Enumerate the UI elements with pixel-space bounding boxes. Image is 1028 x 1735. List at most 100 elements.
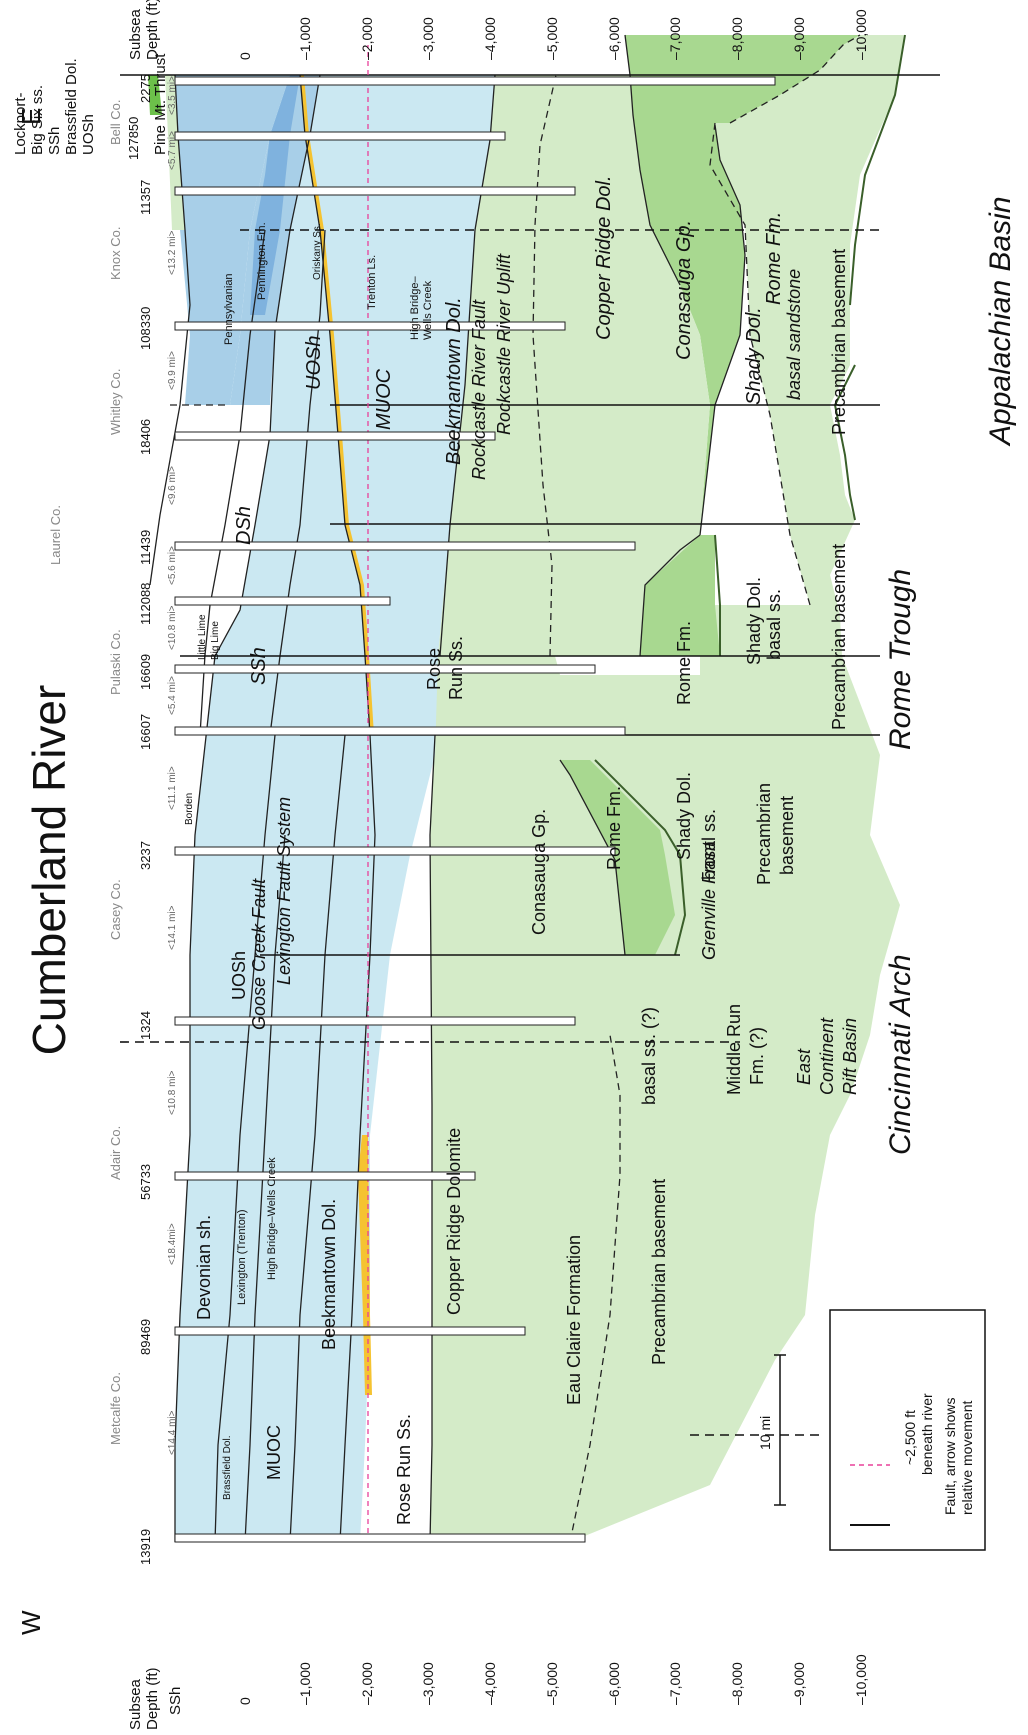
spacing-label: <5.4 mi> bbox=[167, 676, 178, 715]
unit-devonian: Devonian sh. bbox=[194, 1215, 214, 1320]
unit-copper-ridge: Copper Ridge Dolomite bbox=[444, 1128, 464, 1315]
well-label: 13919 bbox=[138, 1529, 153, 1565]
depth-header-line2: Depth (ft) bbox=[144, 1667, 161, 1730]
unit-ecrb1: East bbox=[794, 1048, 814, 1085]
unit-shady-e: Shady Dol. bbox=[743, 307, 765, 405]
top-label: Big Six ss. bbox=[29, 85, 46, 155]
depth-tick: –2,000 bbox=[359, 1662, 375, 1705]
unit-eau-claire: Eau Claire Formation bbox=[564, 1235, 584, 1405]
well-label: 11357 bbox=[138, 180, 153, 215]
unit-trenton: Trenton Ls. bbox=[366, 255, 378, 310]
unit-pine-mt: Pine Mt. Thrust bbox=[152, 53, 169, 155]
unit-rome-mid: Rome Fm. bbox=[674, 621, 694, 705]
depth-tick: –10,000 bbox=[853, 1654, 869, 1705]
depth-tick: –7,000 bbox=[667, 17, 683, 60]
unit-oriskany: Oriskany Ss. bbox=[312, 223, 323, 280]
depth-tick: –1,000 bbox=[297, 1662, 313, 1705]
unit-ecrb2: Continent bbox=[817, 1017, 837, 1095]
unit-pennsylvanian: Pennsylvanian bbox=[223, 273, 235, 345]
county-label: Laurel Co. bbox=[48, 505, 63, 565]
scale-label: 10 mi bbox=[757, 1416, 773, 1450]
well-label: 108330 bbox=[138, 307, 153, 350]
depth-tick: –10,000 bbox=[853, 9, 869, 60]
rome-fill-west bbox=[560, 760, 675, 955]
well-label: 2275 bbox=[138, 74, 153, 103]
well-label: 112088 bbox=[138, 583, 153, 625]
well-label: 127850 bbox=[126, 117, 141, 160]
fault-labels: Goose Creek Fault Lexington Fault System… bbox=[249, 253, 719, 1030]
well-label: 16607 bbox=[138, 714, 153, 750]
unit-precambrian-rt: Precambrian basement bbox=[829, 544, 849, 730]
unit-basal-e: basal sandstone bbox=[784, 269, 804, 400]
depth-tick: –4,000 bbox=[482, 1662, 498, 1705]
unit-lexington-w: Lexington (Trenton) bbox=[236, 1209, 248, 1305]
unit-beekmantown-w: Beekmantown Dol. bbox=[319, 1199, 339, 1350]
unit-highbridge-e1: High Bridge– bbox=[409, 276, 421, 340]
unit-conasauga-w: Conasauga Gp. bbox=[529, 809, 549, 935]
depth-tick: –8,000 bbox=[729, 1662, 745, 1705]
unit-big-lime: Big Lime bbox=[210, 621, 221, 660]
unit-precambrian-w: Precambrian basement bbox=[649, 1179, 669, 1365]
unit-rose-run-e1: Rose bbox=[424, 648, 444, 690]
county-label: Knox Co. bbox=[108, 227, 123, 280]
fault-lexington: Lexington Fault System bbox=[274, 797, 294, 985]
region-labels: Cincinnati Arch Rome Trough Appalachian … bbox=[884, 196, 1017, 1155]
top-label: Brassfield Dol. bbox=[63, 58, 80, 155]
depth-tick: –5,000 bbox=[544, 17, 560, 60]
depth-ticks-right: 0 –1,000 –2,000 –3,000 –4,000 –5,000 –6,… bbox=[237, 9, 869, 60]
depth-tick: –3,000 bbox=[420, 1662, 436, 1705]
county-label: Whitley Co. bbox=[108, 369, 123, 435]
depth-tick: –9,000 bbox=[791, 1662, 807, 1705]
spacing-label: <18.4mi> bbox=[167, 1223, 178, 1265]
unit-middle-run: Middle Run bbox=[724, 1004, 744, 1095]
title: Cumberland River bbox=[23, 685, 75, 1056]
fault-goose-creek: Goose Creek Fault bbox=[249, 878, 269, 1030]
unit-ecrb3: Rift Basin bbox=[840, 1018, 860, 1095]
depth-tick: –6,000 bbox=[606, 1662, 622, 1705]
legend: ~2,500 ft beneath river Fault, arrow sho… bbox=[829, 1309, 986, 1551]
depth-header-right-line1: Subsea bbox=[127, 8, 144, 60]
unit-muoc-w: MUOC bbox=[264, 1425, 284, 1480]
unit-dsh: DSh bbox=[233, 506, 255, 545]
spacing-label: <13.2 mi> bbox=[167, 230, 178, 275]
top-label: Lockport- bbox=[12, 92, 29, 155]
well-label: 89469 bbox=[138, 1319, 153, 1355]
eau-claire-fill bbox=[430, 35, 905, 1542]
unit-rose-run-e2: Run Ss. bbox=[446, 636, 466, 700]
unit-basal-mid: basal ss. bbox=[764, 589, 784, 660]
conasauga-east-fill bbox=[438, 75, 710, 656]
unit-beekmantown-e: Beekmantown Dol. bbox=[443, 297, 465, 465]
unit-borden: Borden bbox=[184, 793, 195, 825]
legend-fault-line1: Fault, arrow shows bbox=[942, 1398, 958, 1515]
spacing-label: <5.6 mi> bbox=[167, 546, 178, 585]
well-logs bbox=[174, 76, 776, 1543]
legend-river-line1: ~2,500 ft bbox=[902, 1410, 918, 1465]
ssh-dark-green bbox=[148, 75, 162, 115]
boundary-lines bbox=[149, 34, 746, 1543]
county-label: Bell Co. bbox=[108, 99, 123, 145]
depth-tick: –9,000 bbox=[791, 17, 807, 60]
rome-fill-mid bbox=[640, 535, 720, 656]
fault-rockcastle: Rockcastle River Fault bbox=[469, 299, 489, 480]
depth-tick: –5,000 bbox=[544, 1662, 560, 1705]
spacing-label: <14.4 mi> bbox=[167, 1410, 178, 1455]
depth-tick: –8,000 bbox=[729, 17, 745, 60]
unit-precambrian-e: Precambrian basement bbox=[829, 249, 849, 435]
spacing-labels: <14.4 mi> <18.4mi> <10.8 mi> <14.1 mi> <… bbox=[167, 76, 178, 1455]
unit-conasauga-e: Conasauga Gp. bbox=[673, 220, 695, 360]
spacing-label: <11.1 mi> bbox=[167, 766, 178, 810]
county-labels: Metcalfe Co. Adair Co. Casey Co. Pulaski… bbox=[48, 99, 123, 1445]
unit-highbridge-w: High Bridge–Wells Creek bbox=[266, 1157, 278, 1280]
depth-tick: –6,000 bbox=[606, 17, 622, 60]
depth-tick: –4,000 bbox=[482, 17, 498, 60]
spacing-label: <9.9 mi> bbox=[167, 351, 178, 390]
rome-fill-far-east bbox=[625, 35, 860, 285]
unit-basal-q: basal ss. (?) bbox=[639, 1007, 659, 1105]
ssh-left: SSh bbox=[167, 1687, 184, 1715]
top-labels: Lockport- Big Six ss. SSh Brassfield Dol… bbox=[12, 58, 97, 155]
unit-highbridge-e2: Wells Creek bbox=[422, 280, 434, 340]
spacing-label: <9.6 mi> bbox=[167, 466, 178, 505]
legend-fault-line2: relative movement bbox=[959, 1401, 975, 1515]
region-appalachian-basin: Appalachian Basin bbox=[984, 196, 1017, 447]
fault-rockcastle-uplift: Rockcastle River Uplift bbox=[494, 253, 514, 435]
